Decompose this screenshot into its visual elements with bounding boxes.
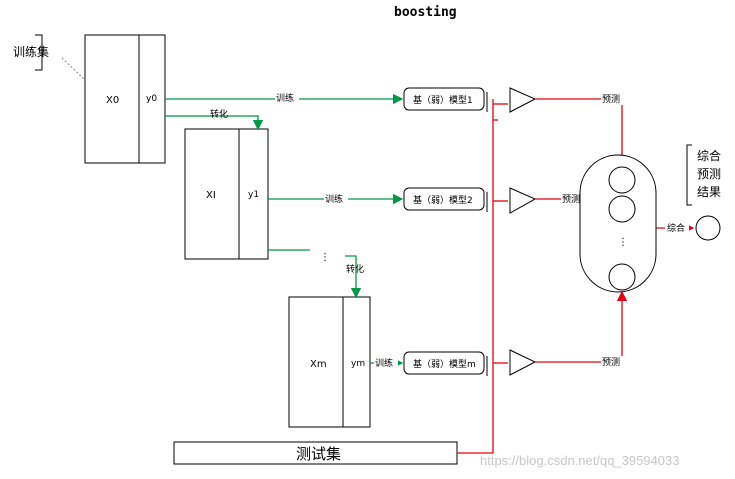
diagram-title: boosting <box>394 5 457 20</box>
combine-label: 综合 <box>667 222 685 234</box>
predict-label-1: 预测 <box>602 94 620 105</box>
train-set-label: 训练集 <box>13 44 49 59</box>
convert-label-2: 转化 <box>346 263 364 275</box>
matrix-1-y-label: y1 <box>248 190 259 200</box>
train-label-m: 训练 <box>375 357 393 369</box>
matrix-m: Xm ym <box>288 296 371 428</box>
matrix-0: X0 y0 <box>84 34 166 164</box>
matrix-m-y-label: ym <box>351 359 365 369</box>
result-label-line-1: 综合 <box>697 148 721 163</box>
combiner: ⋮ <box>579 154 657 293</box>
matrix-m-x-label: Xm <box>310 359 327 370</box>
matrix-ellipsis: ⋮ <box>320 252 330 263</box>
result-annotation: 综合 预测 结果 <box>686 144 721 206</box>
model-2: 基（弱）模型2 <box>403 187 488 212</box>
result-label-line-3: 结果 <box>697 185 721 199</box>
model-1-label: 基（弱）模型1 <box>413 94 473 106</box>
matrix-1-x-label: XI <box>206 190 216 201</box>
model-1: 基（弱）模型1 <box>403 87 488 112</box>
train-set-annotation: 训练集 <box>13 34 86 81</box>
model-m: 基（弱）模型m <box>403 351 488 376</box>
predict-label-m: 预测 <box>602 357 620 368</box>
model-2-label: 基（弱）模型2 <box>413 194 473 206</box>
matrix-0-y-label: y0 <box>146 94 157 104</box>
convert-label-1: 转化 <box>210 108 228 120</box>
combiner-ellipsis: ⋮ <box>618 237 628 248</box>
matrix-1: XI y1 <box>184 128 269 260</box>
train-label-1: 训练 <box>276 92 294 104</box>
test-data-wiring <box>457 99 508 454</box>
test-set-label: 测试集 <box>296 445 341 463</box>
watermark: https://blog.csdn.net/qq_39594033 <box>480 453 680 468</box>
test-set-box: 测试集 <box>173 441 458 465</box>
train-label-2: 训练 <box>325 193 343 205</box>
result-node <box>695 215 721 241</box>
matrix-0-x-label: X0 <box>106 95 119 106</box>
predict-label-2: 预测 <box>562 194 580 205</box>
predict-triangles <box>509 87 537 376</box>
result-label-line-2: 预测 <box>697 167 721 181</box>
model-m-label: 基（弱）模型m <box>413 358 476 370</box>
